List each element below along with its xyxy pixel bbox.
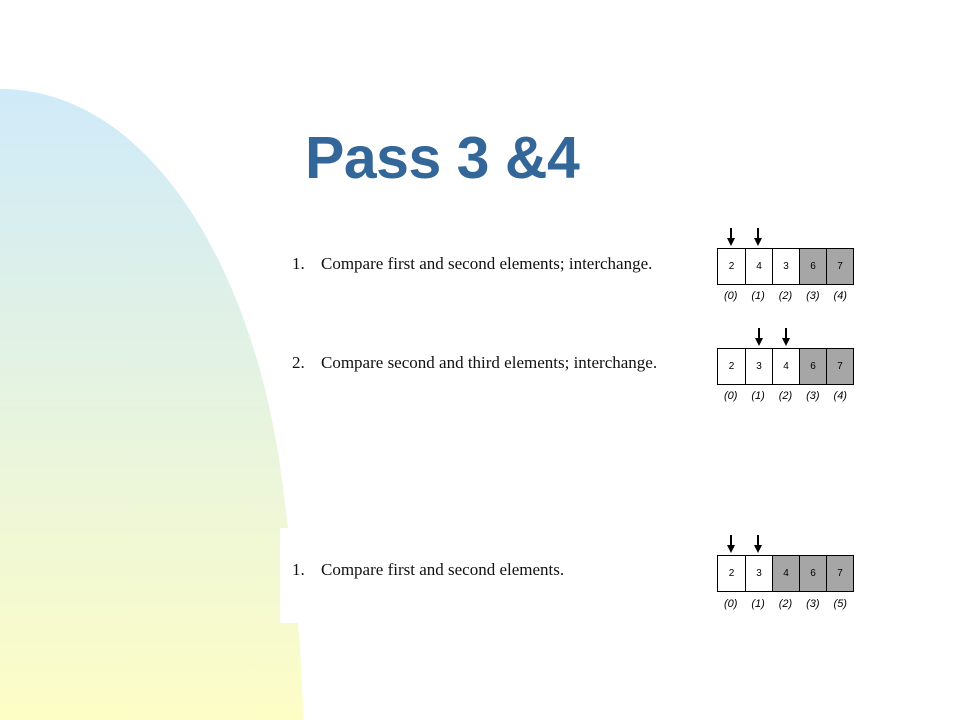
step-number: 2. xyxy=(292,353,305,372)
index-label: (3) xyxy=(806,390,820,402)
index-row: (0) (1) (2) (3) (4) xyxy=(717,390,854,402)
array-cell: 4 xyxy=(772,349,799,384)
index-label: (1) xyxy=(751,390,765,402)
pointer-arrow xyxy=(781,328,791,346)
step-text: Compare second and third elements; inter… xyxy=(321,353,658,372)
index-label: (3) xyxy=(806,598,820,610)
step-number: 1. xyxy=(292,560,305,579)
array-cell-sorted: 6 xyxy=(799,556,826,591)
array-diagram: 2 4 3 6 7 xyxy=(717,248,854,285)
index-label: (2) xyxy=(778,290,793,302)
index-label: (5) xyxy=(833,598,847,610)
array-cell: 3 xyxy=(745,556,772,591)
index-row: (0) (1) (2) (3) (4) xyxy=(717,290,854,302)
array-cell-sorted: 6 xyxy=(799,249,826,284)
array-cell: 2 xyxy=(728,261,735,272)
array-cell-sorted: 4 xyxy=(772,556,799,591)
pointer-arrow xyxy=(753,535,763,553)
slide-title: Pass 3 &4 xyxy=(305,125,580,191)
index-label: (3) xyxy=(806,290,820,302)
index-label: (2) xyxy=(778,598,793,610)
array-cell-sorted: 7 xyxy=(826,349,853,384)
array-cell-sorted: 7 xyxy=(826,556,853,591)
array-cell: 3 xyxy=(772,249,799,284)
pointer-arrow xyxy=(726,535,736,553)
array-diagram: 2 3 4 6 7 xyxy=(717,348,854,385)
pointer-arrow xyxy=(726,228,736,246)
pointer-arrow xyxy=(754,328,764,346)
array-cell: 2 xyxy=(728,568,735,579)
pointer-arrow xyxy=(753,228,763,246)
step-text: Compare first and second elements; inter… xyxy=(321,254,653,273)
step-3: 1. Compare first and second elements. xyxy=(292,560,564,580)
step-2: 2. Compare second and third elements; int… xyxy=(292,353,657,373)
white-overlay-box xyxy=(280,528,310,623)
index-label: (2) xyxy=(778,390,793,402)
index-label: (1) xyxy=(751,290,765,302)
index-label: (4) xyxy=(833,290,847,302)
index-label: (0) xyxy=(723,290,738,302)
array-cell: 2 xyxy=(728,361,735,372)
array-cell-sorted: 6 xyxy=(799,349,826,384)
index-label: (0) xyxy=(723,598,738,610)
array-diagram: 2 3 4 6 7 xyxy=(717,555,854,592)
step-number: 1. xyxy=(292,254,305,273)
index-label: (1) xyxy=(751,598,765,610)
array-cell: 3 xyxy=(745,349,772,384)
array-cell-sorted: 7 xyxy=(826,249,853,284)
index-label: (0) xyxy=(723,390,738,402)
index-label: (4) xyxy=(833,390,847,402)
step-text: Compare first and second elements. xyxy=(321,560,565,579)
index-row: (0) (1) (2) (3) (5) xyxy=(717,598,854,610)
array-cell: 4 xyxy=(745,249,772,284)
step-1: 1. Compare first and second elements; int… xyxy=(292,254,652,274)
